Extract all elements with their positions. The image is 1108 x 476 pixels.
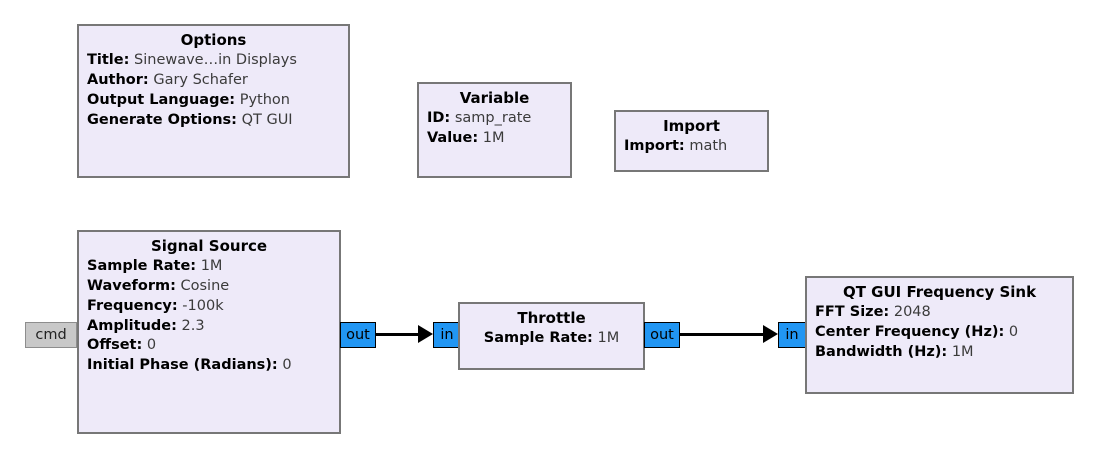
prop-value: Gary Schafer <box>153 72 248 89</box>
block-signal-source-prop-frequency: Frequency: -100k <box>87 297 331 317</box>
block-throttle-prop-sample-rate: Sample Rate: 1M <box>468 329 635 349</box>
port-signal-source-cmd[interactable]: cmd <box>25 322 77 348</box>
port-throttle-out[interactable]: out <box>644 322 680 348</box>
block-options[interactable]: Options Title: Sinewave…in Displays Auth… <box>77 24 350 178</box>
prop-key: Sample Rate: <box>483 330 593 347</box>
prop-value: 1M <box>597 330 620 347</box>
connection-source-to-throttle-arrow <box>418 325 433 343</box>
block-options-title: Options <box>180 31 247 49</box>
block-signal-source-prop-offset: Offset: 0 <box>87 336 331 356</box>
prop-key: ID: <box>427 110 451 127</box>
block-signal-source-prop-sample-rate: Sample Rate: 1M <box>87 257 331 277</box>
connection-source-to-throttle[interactable] <box>376 333 426 336</box>
prop-key: Sample Rate: <box>87 258 197 275</box>
prop-key: Output Language: <box>87 91 236 108</box>
block-signal-source-prop-waveform: Waveform: Cosine <box>87 277 331 297</box>
prop-value: Python <box>239 91 290 108</box>
prop-key: Offset: <box>87 337 143 354</box>
connection-throttle-to-sink[interactable] <box>680 333 770 336</box>
prop-key: Frequency: <box>87 297 178 314</box>
prop-key: Center Frequency (Hz): <box>815 324 1005 341</box>
prop-value: QT GUI <box>241 111 293 128</box>
block-signal-source-prop-initial-phase: Initial Phase (Radians): 0 <box>87 356 331 376</box>
block-import-title: Import <box>663 117 720 135</box>
prop-value: 1M <box>482 130 505 147</box>
prop-value: 1M <box>951 343 974 360</box>
block-qt-gui-frequency-sink-title: QT GUI Frequency Sink <box>842 283 1037 301</box>
prop-key: Initial Phase (Radians): <box>87 356 278 373</box>
prop-key: Amplitude: <box>87 317 177 334</box>
block-variable-prop-value: Value: 1M <box>427 129 562 149</box>
port-throttle-in[interactable]: in <box>433 322 461 348</box>
prop-key: Waveform: <box>87 278 176 295</box>
block-import[interactable]: Import Import: math <box>614 110 769 172</box>
prop-value: -100k <box>182 297 224 314</box>
prop-key: Title: <box>87 52 130 69</box>
prop-key: Value: <box>427 130 479 147</box>
block-throttle[interactable]: Throttle Sample Rate: 1M <box>458 302 645 370</box>
block-options-prop-title: Title: Sinewave…in Displays <box>87 51 340 71</box>
block-variable-prop-id: ID: samp_rate <box>427 109 562 129</box>
block-options-prop-generate-options: Generate Options: QT GUI <box>87 111 340 131</box>
block-freq-sink-prop-bandwidth: Bandwidth (Hz): 1M <box>815 343 1064 363</box>
block-signal-source-title: Signal Source <box>150 237 268 255</box>
block-throttle-title: Throttle <box>517 309 586 327</box>
prop-value: 0 <box>1008 324 1019 341</box>
prop-value: 0 <box>146 337 157 354</box>
prop-value: math <box>689 138 728 155</box>
prop-value: samp_rate <box>454 110 532 127</box>
connection-throttle-to-sink-arrow <box>763 325 778 343</box>
block-signal-source-prop-amplitude: Amplitude: 2.3 <box>87 317 331 337</box>
block-options-prop-output-language: Output Language: Python <box>87 91 340 111</box>
prop-value: Cosine <box>180 278 230 295</box>
block-import-prop-import: Import: math <box>624 137 759 157</box>
prop-key: FFT Size: <box>815 304 890 321</box>
prop-value: 1M <box>200 258 223 275</box>
block-freq-sink-prop-center-frequency: Center Frequency (Hz): 0 <box>815 323 1064 343</box>
prop-value: 2.3 <box>181 317 205 334</box>
prop-value: 2048 <box>893 304 931 321</box>
prop-key: Bandwidth (Hz): <box>815 343 948 360</box>
port-signal-source-out[interactable]: out <box>340 322 376 348</box>
prop-key: Author: <box>87 72 149 89</box>
block-qt-gui-frequency-sink[interactable]: QT GUI Frequency Sink FFT Size: 2048 Cen… <box>805 276 1074 394</box>
block-freq-sink-prop-fft-size: FFT Size: 2048 <box>815 303 1064 323</box>
prop-value: 0 <box>282 356 292 373</box>
prop-key: Generate Options: <box>87 111 237 128</box>
block-options-prop-author: Author: Gary Schafer <box>87 71 340 91</box>
block-signal-source[interactable]: Signal Source Sample Rate: 1M Waveform: … <box>77 230 341 434</box>
block-variable-title: Variable <box>459 89 530 107</box>
prop-value: Sinewave…in Displays <box>134 52 297 69</box>
port-freq-sink-in[interactable]: in <box>778 322 806 348</box>
block-variable[interactable]: Variable ID: samp_rate Value: 1M <box>417 82 572 178</box>
prop-key: Import: <box>624 138 685 155</box>
